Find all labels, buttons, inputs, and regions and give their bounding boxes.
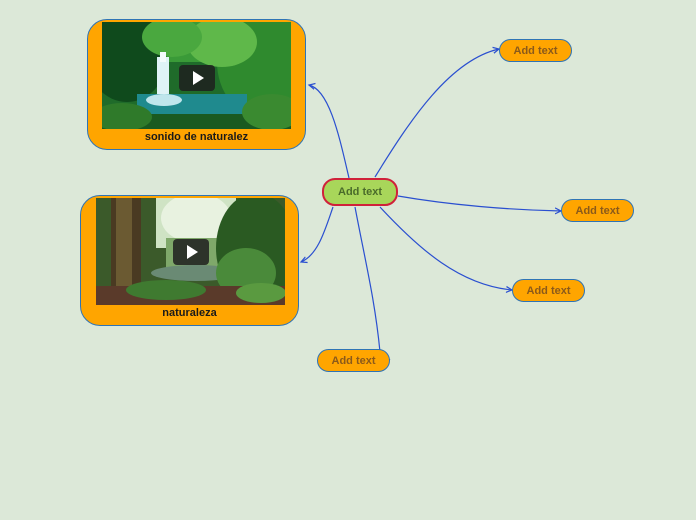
connector-media-1: [309, 85, 350, 179]
media-node-jungle[interactable]: naturaleza: [80, 195, 299, 326]
central-topic[interactable]: Add text: [322, 178, 398, 206]
topic-label: Add text: [575, 204, 620, 217]
connector-topic-2: [397, 195, 561, 211]
jungle-video-thumbnail[interactable]: [96, 198, 285, 305]
topic-node-top-right[interactable]: Add text: [499, 39, 572, 62]
waterfall-image: [102, 22, 291, 129]
topic-node-lower-right[interactable]: Add text: [512, 279, 585, 302]
waterfall-video-thumbnail[interactable]: [102, 22, 291, 129]
central-topic-label: Add text: [338, 186, 382, 198]
connector-topic-3: [379, 206, 512, 290]
media-caption-waterfall: sonido de naturalez: [144, 131, 249, 143]
media-node-waterfall[interactable]: sonido de naturalez: [87, 19, 306, 150]
connector-topic-1: [374, 49, 499, 178]
topic-node-bottom[interactable]: Add text: [317, 349, 390, 372]
play-icon[interactable]: [179, 65, 215, 91]
topic-label: Add text: [513, 44, 558, 57]
topic-label: Add text: [331, 354, 376, 367]
topic-label: Add text: [526, 284, 571, 297]
connector-media-2: [301, 206, 334, 262]
connector-topic-4: [354, 206, 391, 361]
media-caption-jungle: naturaleza: [162, 307, 217, 319]
topic-node-right[interactable]: Add text: [561, 199, 634, 222]
play-icon[interactable]: [173, 239, 209, 265]
